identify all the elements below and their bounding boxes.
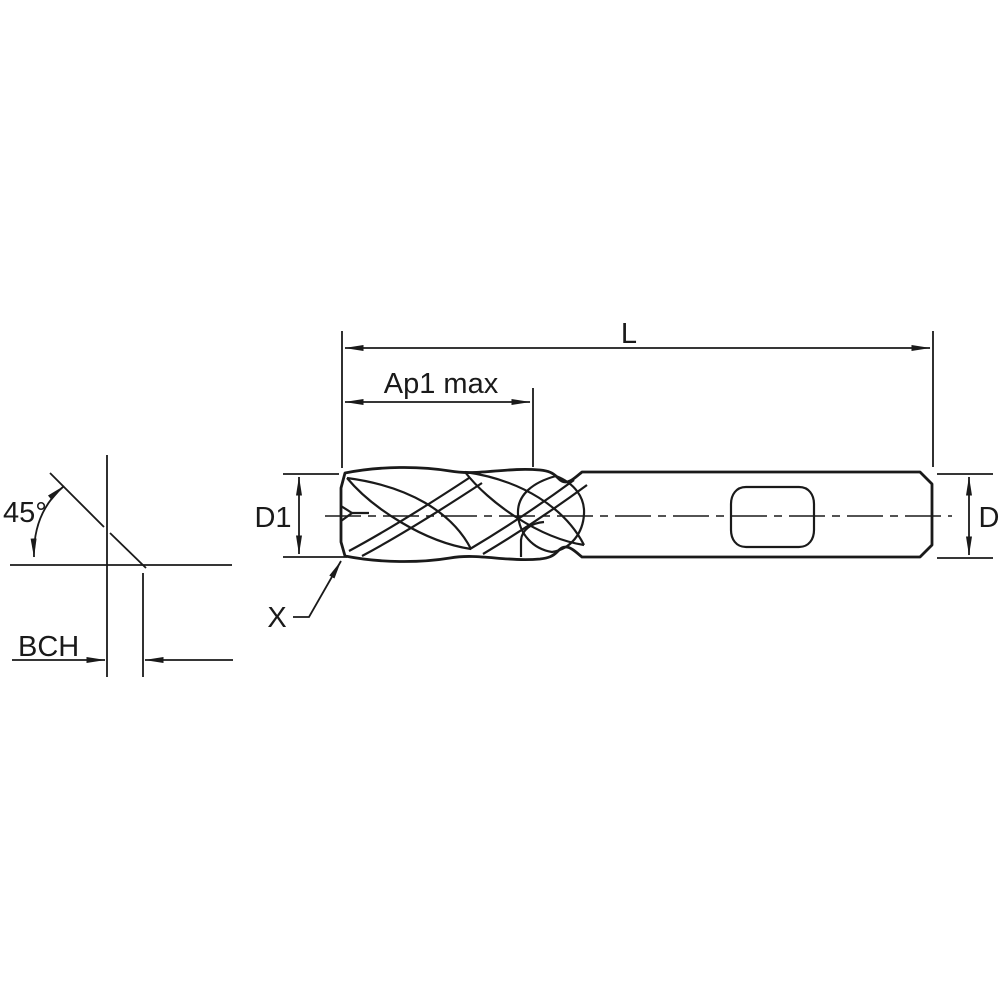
x-leader-arrow	[293, 560, 342, 618]
corner-chamfer-callout: X	[267, 560, 342, 634]
l-label: L	[621, 318, 637, 350]
flute-leaf-2-lower	[464, 471, 585, 547]
flute-leaf-2-upper	[464, 470, 585, 546]
ap1-max-label: Ap1 max	[384, 368, 499, 400]
flute-runout-bottom	[519, 520, 545, 557]
endmill-side-view	[325, 466, 952, 563]
flute-leaf-1-upper	[346, 476, 472, 550]
dimension-depth-of-cut: Ap1 max	[344, 368, 534, 467]
dimension-shank-diameter: D	[937, 473, 1000, 559]
weldon-flat	[729, 485, 816, 549]
tool-silhouette	[339, 466, 934, 563]
angle-arc-arrow	[30, 485, 65, 558]
chamfer-detail-view: 45° BCH	[3, 455, 233, 677]
bch-label: BCH	[18, 631, 79, 663]
flute-land-1a	[348, 477, 470, 552]
flute-land-2a	[469, 479, 575, 550]
d1-label: D1	[254, 502, 291, 534]
chamfer-angle-label: 45°	[3, 497, 47, 529]
flute-helix-lines	[340, 470, 588, 557]
dimension-cutting-diameter: D1	[254, 473, 347, 558]
end-tooth-wedge	[340, 505, 354, 522]
flute-runout-curve	[516, 474, 586, 554]
d-label: D	[979, 502, 1000, 534]
flute-land-1b	[361, 482, 483, 557]
detail-chamfer-line-lower	[109, 532, 147, 569]
dimension-overall-length: L	[341, 318, 934, 468]
x-label: X	[267, 602, 286, 634]
detail-chamfer-line-upper	[49, 472, 105, 528]
